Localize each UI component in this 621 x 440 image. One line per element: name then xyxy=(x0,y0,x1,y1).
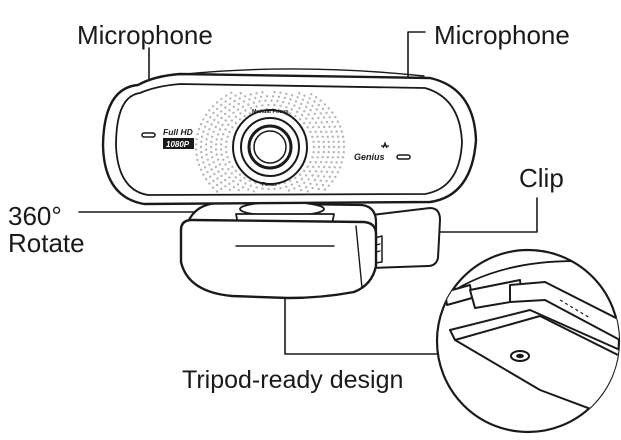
brand-star-icon xyxy=(381,141,389,149)
clip-front-body xyxy=(179,218,378,300)
microphone-left-slot xyxy=(141,132,156,138)
lens-ring-bottom-text: Focus xyxy=(262,182,277,188)
dot-pattern xyxy=(194,90,346,193)
tripod-zoom-inset xyxy=(435,248,621,434)
callout-line-tripod xyxy=(284,295,447,355)
rotate-label-text: Rotate xyxy=(8,227,85,258)
callout-line-clip xyxy=(425,197,538,233)
microphone-right-slot xyxy=(396,154,411,160)
resolution-bottom-text: 1080P xyxy=(166,140,190,149)
resolution-badge xyxy=(163,138,194,149)
tripod-label: Tripod-ready design xyxy=(182,366,404,394)
rotate-label: 360° Rotate xyxy=(8,203,85,256)
rotate-label-degrees: 360° xyxy=(8,201,62,231)
resolution-top-text: Full HD xyxy=(163,127,193,137)
lens-ring-top-text: Manual Focus xyxy=(252,109,289,115)
clip-back-arm xyxy=(371,207,441,269)
brand-text: Genius xyxy=(354,152,385,162)
lens xyxy=(232,109,308,185)
microphone-left-label: Microphone xyxy=(77,20,213,50)
microphone-right-label: Microphone xyxy=(434,20,570,50)
clip-label: Clip xyxy=(519,163,564,193)
